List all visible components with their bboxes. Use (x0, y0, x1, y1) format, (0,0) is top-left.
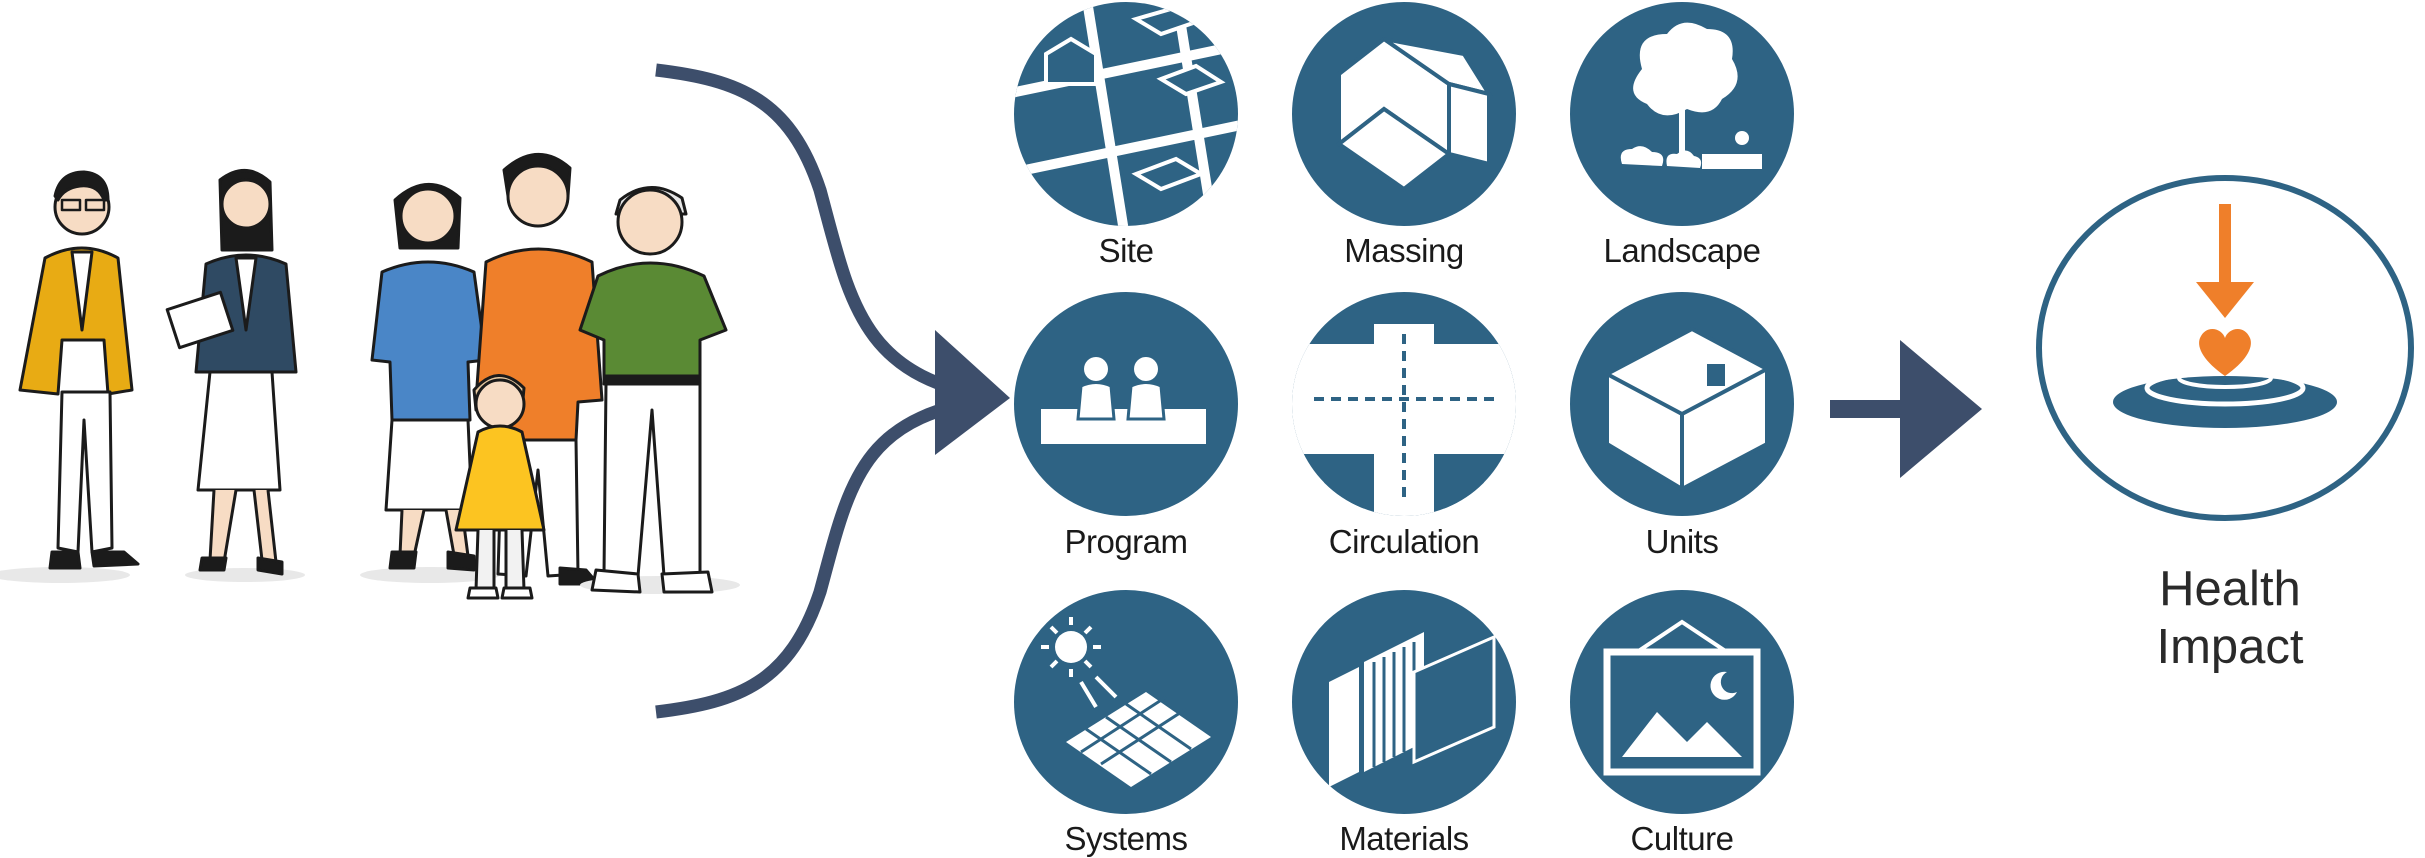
person-girl-yellow-dress-icon (454, 374, 546, 600)
site-icon (1014, 2, 1238, 226)
person-woman-clipboard-icon (165, 169, 305, 582)
right-arrow (1830, 340, 1982, 478)
label-circulation: Circulation (1328, 523, 1480, 560)
label-site: Site (1098, 232, 1154, 269)
massing-icon (1292, 2, 1516, 226)
health-impact-line1: Health (2159, 562, 2301, 616)
health-impact-line2: Impact (2156, 620, 2304, 674)
label-program: Program (1064, 523, 1188, 560)
person-man-yellow-jacket-icon (0, 170, 140, 583)
health-impact-icon (2036, 175, 2414, 521)
label-massing: Massing (1344, 232, 1464, 269)
circulation-icon (1292, 292, 1516, 516)
people-illustration (0, 153, 740, 600)
health-impact-label: Health Impact (2110, 560, 2350, 676)
label-units: Units (1645, 523, 1719, 560)
label-systems: Systems (1064, 820, 1188, 857)
materials-icon (1292, 590, 1516, 814)
person-woman-blue-blouse-icon (360, 183, 500, 583)
label-culture: Culture (1630, 820, 1734, 857)
culture-icon (1570, 590, 1794, 814)
units-icon (1570, 292, 1794, 516)
person-older-man-green-shirt-icon (578, 186, 740, 594)
systems-icon (1014, 590, 1238, 814)
label-landscape: Landscape (1603, 232, 1761, 269)
label-materials: Materials (1339, 820, 1469, 857)
funnel-arrow (655, 63, 1010, 719)
landscape-icon (1570, 2, 1794, 226)
program-icon (1014, 292, 1238, 516)
